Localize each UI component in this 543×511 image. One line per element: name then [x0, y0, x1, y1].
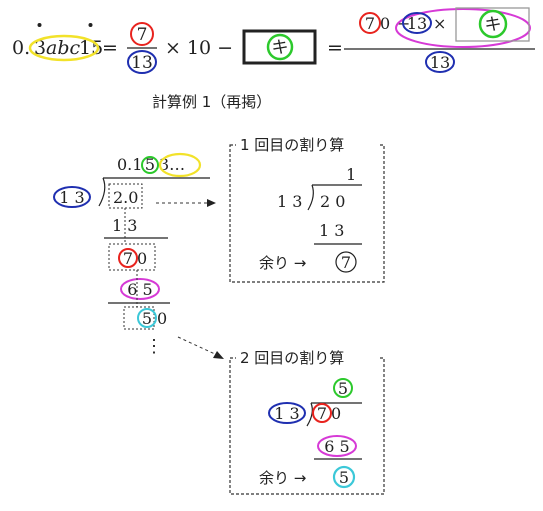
- box2-magenta-highlight-65: [317, 435, 357, 457]
- row3-65: 6 5: [127, 280, 152, 299]
- num-13: 13: [407, 14, 427, 33]
- lhs-prefix: 0.: [12, 37, 30, 59]
- long-division: 0.1 5 3… 1 3 2.0 1 3 7 0 6 5 5 0 ⋮: [53, 152, 224, 359]
- box1-remainder-circle: [335, 251, 357, 273]
- box2-divisor: 1 3: [274, 404, 299, 423]
- box2-title: 2 回目の割り算: [240, 349, 344, 367]
- arrow-head-box1: [207, 199, 216, 207]
- equals-sign: =: [102, 37, 118, 59]
- red-circle-row2-7: [118, 248, 138, 268]
- box2-blue-circle-divisor: [268, 402, 306, 424]
- repeat-dot-start: [37, 23, 42, 27]
- box-second-division: 2 回目の割り算 5 1 3 7 0 6 5 余り → 5: [229, 347, 385, 495]
- magenta-highlight-13-box: [395, 8, 531, 48]
- row2-0: 0: [137, 249, 147, 268]
- num-times: ×: [433, 14, 446, 33]
- blue-circle-13: [127, 50, 157, 74]
- cyan-circle-row4-5: [137, 308, 157, 328]
- box2-dividend-0: 0: [331, 404, 341, 423]
- answer-box-ki[interactable]: [242, 29, 317, 65]
- frac2-denominator: 13: [430, 53, 450, 72]
- blue-circle-divisor: [53, 186, 91, 208]
- divisor: 1 3: [59, 188, 84, 207]
- vdots: ⋮: [145, 336, 163, 357]
- row4-5: 5: [142, 309, 152, 328]
- quotient-prefix: 0.1: [117, 155, 142, 174]
- yellow-highlight-quotient: [158, 152, 202, 178]
- times-ten-minus: × 10 −: [165, 37, 233, 59]
- box1-remainder-label: 余り →: [259, 254, 306, 272]
- num-box-label-ki: キ: [485, 15, 502, 35]
- box1-frame: [229, 144, 385, 283]
- frac1-denominator: 13: [131, 53, 153, 73]
- caption: 計算例 1（再掲）: [152, 93, 271, 111]
- red-circle-7: [130, 22, 154, 46]
- box2-green-circle-quotient: [333, 378, 353, 398]
- box2-remainder: 5: [339, 468, 349, 487]
- frac1-numerator: 7: [137, 25, 148, 45]
- box1-title-bg: [236, 134, 378, 154]
- box1-bracket: [307, 184, 314, 211]
- green-circle-ki-num: [478, 9, 508, 39]
- arrow-to-box2: [177, 336, 218, 356]
- box-first-division: 1 回目の割り算 1 1 3 2 0 1 3 余り → 7: [229, 134, 385, 283]
- answer-box-ki-num[interactable]: [455, 7, 530, 42]
- box2-subtract: 6 5: [324, 437, 349, 456]
- box2-remainder-label: 余り →: [259, 469, 306, 487]
- lhs-abc: abc: [46, 37, 80, 59]
- box1-remainder: 7: [341, 253, 351, 272]
- num-0: 0: [380, 14, 390, 33]
- box2-red-circle-7: [312, 403, 332, 423]
- box2-bracket: [306, 402, 313, 427]
- quotient-tail: 3…: [159, 155, 185, 174]
- green-circle-quotient-5: [141, 156, 159, 174]
- lhs-digit-3: 3: [34, 37, 46, 59]
- yellow-highlight-3abc1: [28, 34, 100, 62]
- box1-subtract: 1 3: [319, 221, 344, 240]
- magenta-highlight-row3: [120, 278, 160, 300]
- box1-title: 1 回目の割り算: [240, 136, 344, 154]
- box2-quotient: 5: [338, 379, 348, 398]
- row2-7: 7: [123, 249, 133, 268]
- num-7: 7: [365, 14, 375, 33]
- green-circle-ki: [266, 33, 294, 61]
- lhs-15: 15: [79, 37, 103, 59]
- arrow-head-box2: [213, 351, 224, 359]
- box1-dividend: 2 0: [320, 192, 345, 211]
- formula: 0. 3 abc 15 = 7 13 × 10 − キ = 7 0 − 13 ×…: [12, 7, 535, 74]
- blue-circle-13-den: [425, 51, 455, 73]
- division-bracket: [98, 177, 106, 207]
- blue-circle-13-num: [402, 12, 432, 34]
- equals-sign-2: =: [327, 37, 343, 59]
- dotted-box-row4: [123, 306, 155, 330]
- box2-cyan-circle-remainder: [332, 465, 356, 489]
- quotient-5: 5: [145, 155, 155, 174]
- box1-quotient: 1: [346, 165, 356, 184]
- dividend: 2.0: [113, 188, 138, 207]
- box2-dividend-7: 7: [317, 404, 327, 423]
- row4-0: 0: [157, 309, 167, 328]
- repeat-dot-end: [88, 23, 93, 27]
- box-label-ki: キ: [272, 38, 289, 58]
- box2-title-bg: [236, 347, 378, 367]
- red-circle-7-num: [359, 12, 381, 34]
- box1-divisor: 1 3: [277, 192, 302, 211]
